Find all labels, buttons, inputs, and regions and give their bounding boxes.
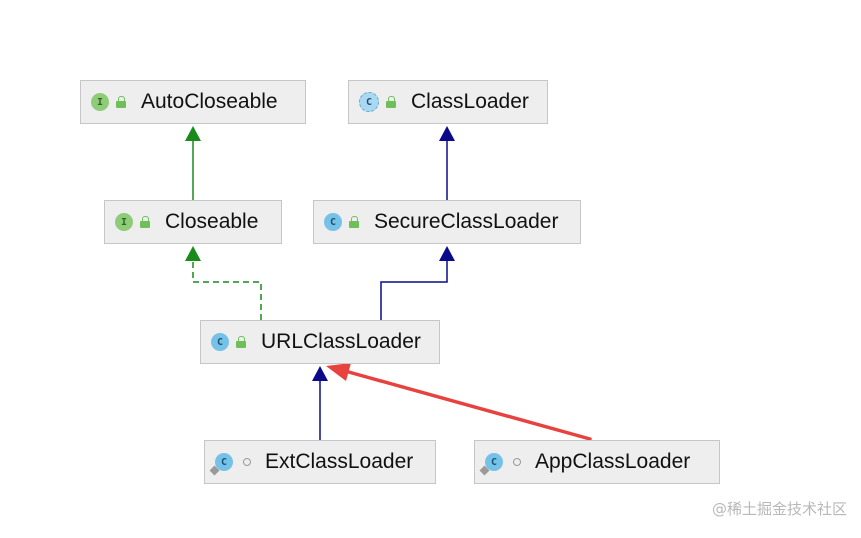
node-label: ClassLoader bbox=[411, 90, 529, 113]
public-lock-icon bbox=[385, 96, 397, 108]
node-label: ExtClassLoader bbox=[265, 450, 414, 473]
arrowhead-urlclassloader bbox=[312, 366, 328, 381]
watermark: @稀土掘金技术社区 bbox=[711, 500, 847, 518]
public-lock-icon bbox=[139, 216, 151, 228]
edge-urlclassloader-closeable bbox=[192, 260, 262, 320]
arrowhead-secureclassloader bbox=[439, 246, 455, 261]
package-private-icon bbox=[513, 458, 521, 466]
arrowhead-autocloseable bbox=[185, 126, 201, 141]
node-autocloseable[interactable]: I AutoCloseable bbox=[80, 80, 306, 124]
arrowhead-classloader bbox=[439, 126, 455, 141]
public-lock-icon bbox=[235, 336, 247, 348]
node-extclassloader[interactable]: C ExtClassLoader bbox=[204, 440, 436, 484]
package-private-icon bbox=[243, 458, 251, 466]
abstract-class-icon: C bbox=[359, 92, 379, 112]
inner-class-icon: C bbox=[479, 453, 503, 476]
public-lock-icon bbox=[115, 96, 127, 108]
pin-icon bbox=[479, 465, 490, 476]
node-classloader[interactable]: C ClassLoader bbox=[348, 80, 548, 124]
class-icon: C bbox=[324, 213, 342, 231]
node-label: URLClassLoader bbox=[261, 330, 421, 353]
node-closeable[interactable]: I Closeable bbox=[104, 200, 282, 244]
interface-icon: I bbox=[115, 213, 133, 231]
node-appclassloader[interactable]: C AppClassLoader bbox=[474, 440, 720, 484]
class-icon: C bbox=[211, 333, 229, 351]
node-label: Closeable bbox=[165, 210, 259, 233]
edge-urlclassloader-secureclassloader bbox=[380, 260, 448, 320]
edge-appclassloader-urlclassloader bbox=[343, 369, 592, 441]
pin-icon bbox=[209, 465, 220, 476]
node-label: AutoCloseable bbox=[141, 90, 278, 113]
node-urlclassloader[interactable]: C URLClassLoader bbox=[200, 320, 440, 364]
node-label: AppClassLoader bbox=[535, 450, 691, 473]
node-label: SecureClassLoader bbox=[374, 210, 559, 233]
inner-class-icon: C bbox=[209, 453, 233, 476]
node-secureclassloader[interactable]: C SecureClassLoader bbox=[313, 200, 581, 244]
interface-icon: I bbox=[91, 93, 109, 111]
public-lock-icon bbox=[348, 216, 360, 228]
red-arrowhead bbox=[326, 363, 351, 381]
arrowhead-closeable bbox=[185, 246, 201, 261]
